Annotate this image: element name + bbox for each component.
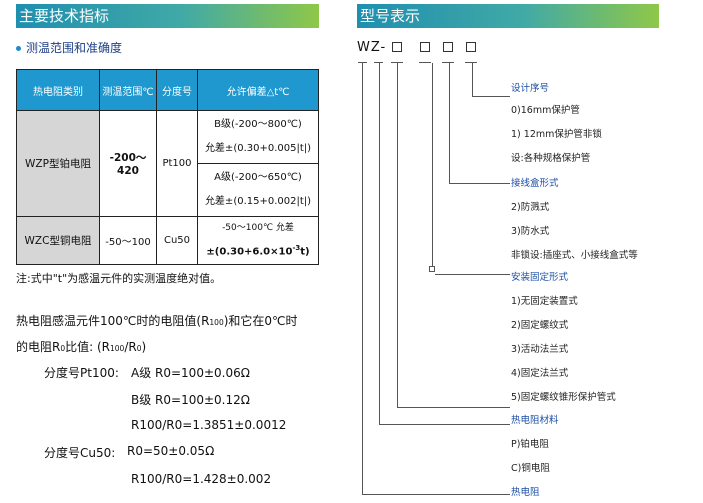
tol-cu-value: ±(0.30+6.0×10-3t) [198, 238, 318, 262]
dash-w [358, 62, 367, 63]
table-row: WZC型铜电阻 -50～100 Cu50 -50～100℃ 允差 ±(0.30+… [16, 216, 319, 265]
para2-tail: ) [141, 340, 147, 354]
label-material: 热电阻材料 [511, 415, 559, 426]
subtitle: 测温范围和准确度 [16, 39, 122, 56]
connector-h-design [472, 96, 510, 97]
col-header-index: 分度号 [156, 69, 198, 111]
cell-range: -50～100 [99, 216, 157, 265]
cu-label: 分度号Cu50: [44, 446, 116, 460]
tol-b-value: 允差±(0.30+0.005|t|) [204, 143, 312, 154]
cell-category: WZC型铜电阻 [16, 216, 100, 265]
col-header-range: 测温范围℃ [99, 69, 157, 111]
para2-sub: 0 [60, 344, 66, 353]
pt-label: 分度号Pt100: [44, 366, 119, 380]
pt-b-value: B级 R0=100±0.12Ω [131, 393, 250, 407]
label-install-type: 安装固定形式 [511, 272, 569, 283]
paragraph-line-2: 的电阻R0比值: (R100/R0) [16, 338, 146, 355]
label-install-1: 1)无固定装置式 [511, 296, 578, 307]
code-box-material [392, 42, 402, 52]
label-junction-default: 非锁设:插座式、小接线盒式等 [511, 250, 638, 261]
label-design-default: 设:各种规格保护管 [511, 153, 591, 164]
cell-range: -200～420 [99, 110, 157, 217]
dash-box3 [442, 62, 454, 63]
model-prefix: WZ- [357, 40, 387, 55]
install-marker [429, 266, 435, 272]
connector-v-install [432, 63, 433, 268]
table-note: 注:式中"t"为感温元件的实测温度绝对值。 [16, 272, 222, 285]
connector-h-material [397, 407, 510, 408]
cu-ratio: R100/R0=1.428±0.002 [131, 472, 272, 486]
connector-v-z [379, 63, 380, 425]
label-junction-type: 接线盒形式 [511, 178, 559, 189]
label-install-5: 5)固定螺纹锥形保护管式 [511, 392, 616, 403]
label-material-c: C)铜电阻 [511, 463, 550, 474]
connector-v-design [472, 63, 473, 97]
connector-v-junction [449, 63, 450, 184]
label-junction-2: 2)防溅式 [511, 202, 550, 213]
connector-h-z [379, 424, 510, 425]
code-box-install [420, 42, 430, 52]
tol-cu-base: ±(0.30+6.0×10 [206, 246, 293, 258]
label-rtd: 热电阻 [511, 487, 540, 498]
col-header-tolerance: 允许偏差△t℃ [197, 69, 319, 111]
tol-cu-exp: -3 [292, 244, 301, 253]
table-header-row: 热电阻类别 测温范围℃ 分度号 允许偏差△t℃ [16, 69, 319, 111]
label-junction-3: 3)防水式 [511, 226, 550, 237]
label-install-2: 2)固定螺纹式 [511, 320, 569, 331]
label-material-p: P)铂电阻 [511, 439, 549, 450]
pt-a-value: A级 R0=100±0.06Ω [131, 366, 250, 380]
para2-mid: 比值: (R [65, 340, 111, 354]
dash-box4 [465, 62, 477, 63]
code-box-design [466, 42, 476, 52]
cu-r-value: R0=50±0.05Ω [127, 444, 215, 458]
para1-text: 热电阻感温元件100℃时的电阻值(R [16, 314, 210, 328]
tol-a-value: 允差±(0.15+0.002|t|) [204, 196, 312, 207]
right-header-text: 型号表示 [360, 7, 421, 25]
label-install-4: 4)固定法兰式 [511, 368, 569, 379]
para2-sub3: 0 [136, 344, 142, 353]
label-install-3: 3)活动法兰式 [511, 344, 569, 355]
para2-mid2: /R [124, 340, 137, 354]
col-header-category: 热电阻类别 [16, 69, 100, 111]
cell-tolerance-cu: -50～100℃ 允差 ±(0.30+6.0×10-3t) [197, 216, 319, 265]
left-header-text: 主要技术指标 [19, 7, 110, 25]
label-design-seq: 设计序号 [511, 83, 550, 94]
connector-v-material [397, 63, 398, 408]
tol-a-grade: A级(-200～650℃) [214, 172, 302, 183]
subtitle-text: 测温范围和准确度 [26, 41, 123, 55]
table-row: A级(-200～650℃) 允差±(0.15+0.002|t|) [17, 163, 319, 217]
left-section-header: 主要技术指标 [16, 4, 319, 28]
pt-ratio: R100/R0=1.3851±0.0012 [131, 418, 287, 432]
cell-category: WZP型铂电阻 [16, 110, 100, 217]
label-design-0: 0)16mm保护管 [511, 105, 580, 116]
dash-box2 [419, 62, 431, 63]
connector-h-junction [449, 183, 510, 184]
right-section-header: 型号表示 [357, 4, 659, 28]
dash-z [374, 62, 383, 63]
connector-h-w [362, 494, 510, 495]
tol-b-grade: B级(-200～800℃) [214, 119, 302, 130]
cell-tolerance-a: A级(-200～650℃) 允差±(0.15+0.002|t|) [197, 163, 319, 217]
tol-cu-tail: t) [300, 246, 310, 258]
para1-sub: 100 [209, 318, 224, 327]
para2-sub2: 100 [110, 344, 125, 353]
spec-table: 热电阻类别 测温范围℃ 分度号 允许偏差△t℃ WZP型铂电阻 -200～420… [16, 69, 319, 265]
tol-cu-range: -50～100℃ 允差 [222, 223, 294, 234]
connector-v-w [362, 63, 363, 495]
cell-index: Pt100 [156, 110, 198, 217]
dash-box1 [391, 62, 403, 63]
table-row: WZP型铂电阻 -200～420 Pt100 B级(-200～800℃) 允差±… [16, 110, 319, 217]
para1-tail: )和它在0℃时 [223, 314, 298, 328]
para2-text: 的电阻R [16, 340, 61, 354]
code-box-junction [443, 42, 453, 52]
bullet-icon [16, 46, 21, 51]
label-design-1: 1) 12mm保护管非锁 [511, 129, 602, 140]
cell-tolerance-b: B级(-200～800℃) 允差±(0.30+0.005|t|) [197, 110, 319, 164]
cell-index: Cu50 [156, 216, 198, 265]
connector-h-install [435, 274, 510, 275]
paragraph-line-1: 热电阻感温元件100℃时的电阻值(R100)和它在0℃时 [16, 312, 298, 329]
